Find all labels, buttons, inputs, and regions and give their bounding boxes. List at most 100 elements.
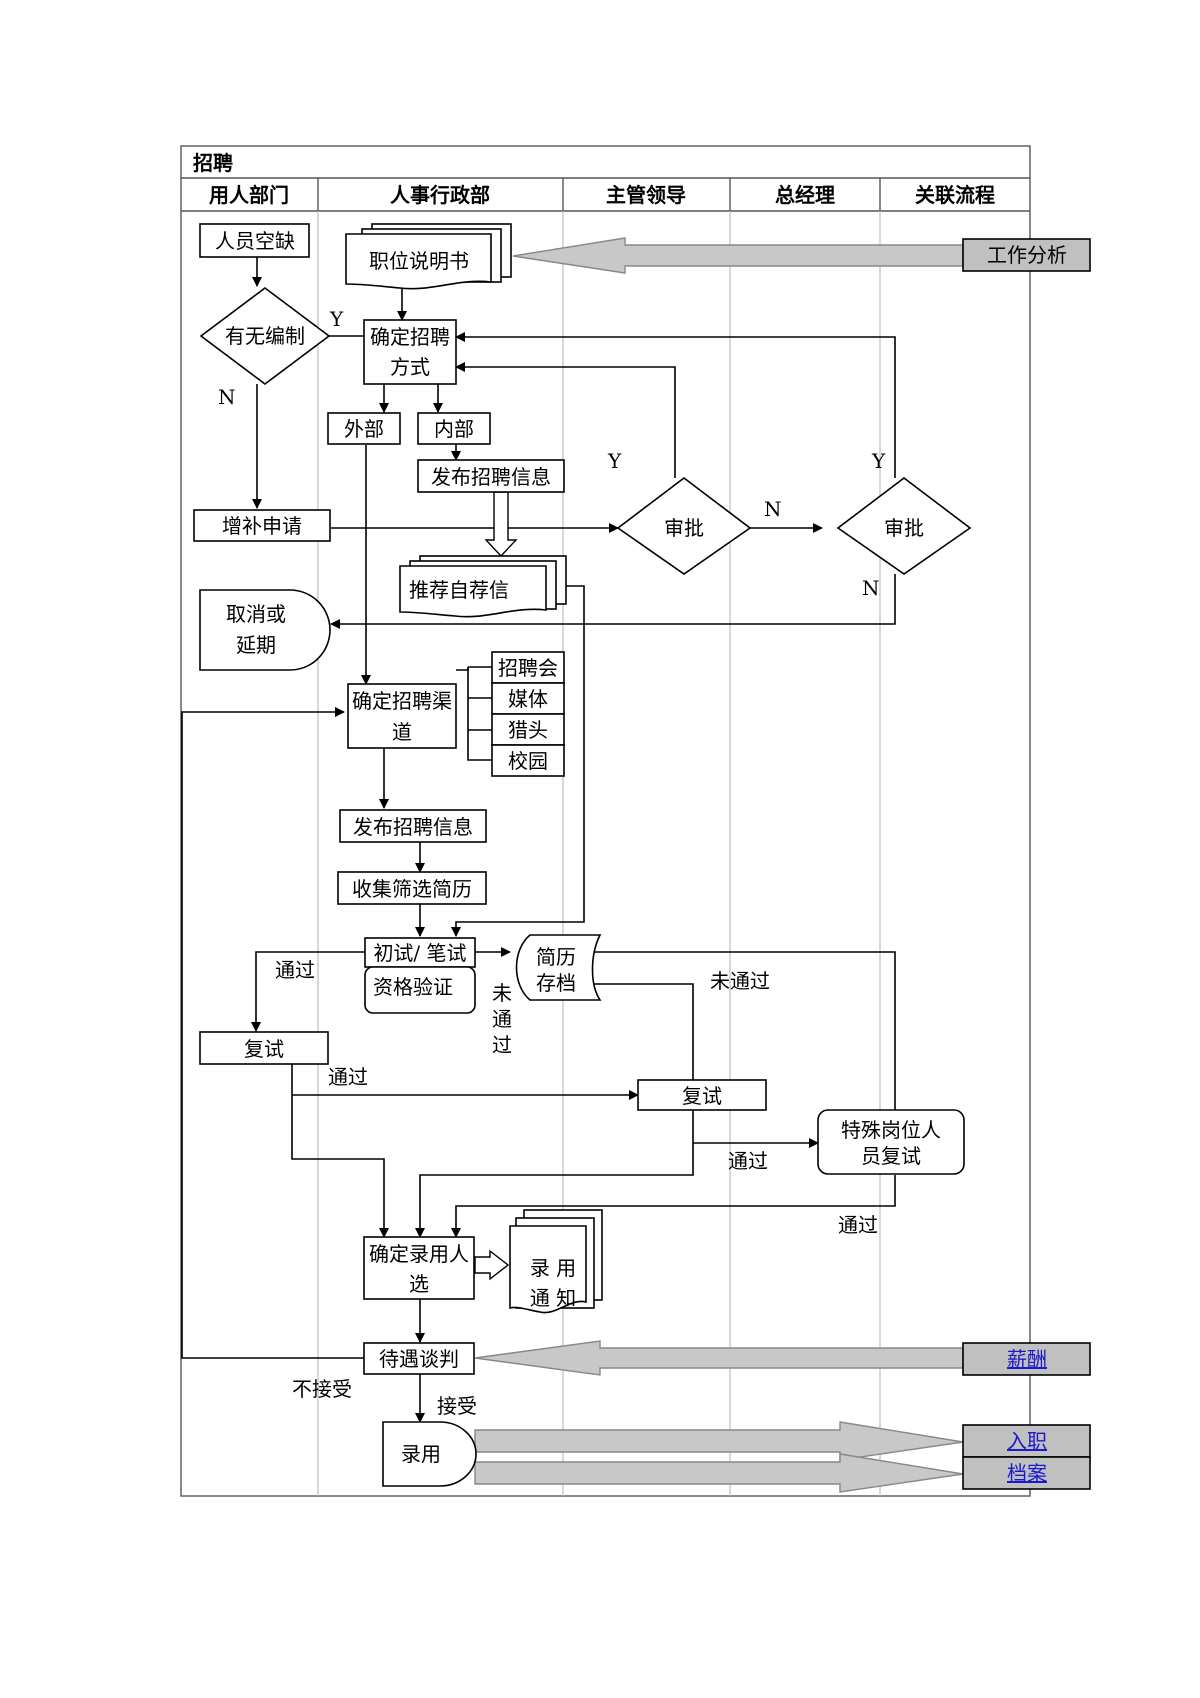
label-pass-dept: 通过	[328, 1065, 368, 1089]
node-job-description-label: 职位说明书	[369, 249, 469, 273]
lane-header-related: 关联流程	[915, 183, 995, 207]
node-resume-archive-line2: 存档	[536, 971, 576, 995]
node-retest-dept	[199, 1031, 329, 1065]
arrow-to-onboarding	[474, 1421, 964, 1461]
node-publish	[339, 809, 487, 843]
channel-campus-label: 校园	[508, 749, 548, 773]
label-no-gm: N	[862, 576, 880, 600]
node-approve-gm-label: 审批	[884, 516, 924, 540]
node-special-retest	[817, 1109, 965, 1175]
node-retest-supervisor	[637, 1079, 767, 1111]
label-fail-vertical-3: 过	[492, 1033, 512, 1057]
related-onboarding-link[interactable]: 入职	[1007, 1429, 1047, 1453]
node-screen-resumes-label: 收集筛选简历	[352, 877, 472, 901]
related-archives-link[interactable]: 档案	[1007, 1461, 1047, 1485]
node-first-test	[364, 937, 476, 968]
label-pass-supervisor: 通过	[728, 1149, 768, 1173]
node-decide-channel-line2: 道	[392, 720, 412, 744]
channel-campus	[491, 744, 565, 777]
node-cancel-or-delay	[199, 589, 331, 671]
node-decide-method	[363, 319, 457, 385]
node-screen-resumes	[337, 871, 487, 905]
node-hire-label: 录用	[401, 1442, 441, 1466]
node-first-test-label: 初试/ 笔试	[373, 941, 466, 965]
node-cancel-line2: 延期	[236, 633, 276, 657]
label-yes-quota: Y	[329, 307, 344, 331]
label-pass-special: 通过	[838, 1213, 878, 1237]
node-internal-label: 内部	[434, 417, 474, 441]
lane-header-gm: 总经理	[775, 183, 835, 207]
node-negotiate	[363, 1342, 475, 1375]
node-publish-internal-label: 发布招聘信息	[431, 465, 551, 489]
label-reject: 不接受	[292, 1377, 352, 1401]
node-approve-supervisor-label: 审批	[664, 516, 704, 540]
node-decide-method-line2: 方式	[390, 355, 430, 379]
node-decide-channel	[347, 683, 457, 749]
lane-header-hiring-dept: 用人部门	[209, 183, 289, 207]
connectors	[181, 257, 896, 1423]
label-yes-supervisor: Y	[607, 449, 622, 473]
node-qualification-label: 资格验证	[373, 975, 453, 999]
label-no-supervisor: N	[764, 497, 782, 521]
related-archives-box[interactable]	[962, 1456, 1091, 1490]
node-internal	[417, 412, 491, 445]
node-external-label: 外部	[344, 417, 384, 441]
label-no-quota: N	[218, 385, 236, 409]
node-job-description	[345, 223, 512, 290]
node-external	[327, 412, 401, 445]
node-retest-supervisor-label: 复试	[682, 1084, 722, 1108]
node-vacancy	[199, 223, 310, 258]
node-approve-gm	[836, 476, 972, 575]
node-decide-method-line1: 确定招聘	[370, 325, 450, 349]
label-accept: 接受	[437, 1394, 477, 1418]
node-decide-channel-line1: 确定招聘渠	[352, 689, 452, 713]
node-hire-selection-line1: 确定录用人	[369, 1242, 469, 1266]
node-offer-notice-line2: 通 知	[530, 1286, 576, 1310]
node-special-retest-line2: 员复试	[861, 1144, 921, 1168]
node-referrals	[399, 555, 567, 618]
arrow-to-archives	[474, 1453, 964, 1493]
related-salary-link[interactable]: 薪酬	[1007, 1347, 1047, 1371]
node-approve-supervisor	[616, 476, 752, 575]
label-pass-first: 通过	[275, 958, 315, 982]
label-fail-retest: 未通过	[710, 969, 770, 993]
label-yes-gm: Y	[871, 449, 886, 473]
node-qualification	[364, 966, 476, 1014]
node-hire-selection-line2: 选	[409, 1272, 429, 1296]
page-title: 招聘	[193, 151, 233, 175]
lane-header-hr: 人事行政部	[390, 183, 490, 207]
node-retest-dept-label: 复试	[244, 1037, 284, 1061]
arrow-job-analysis	[512, 237, 964, 274]
node-quota-decision	[199, 287, 331, 385]
node-quota-decision-label: 有无编制	[225, 324, 305, 348]
node-publish-internal	[417, 459, 565, 493]
label-fail-vertical-2: 通	[492, 1007, 512, 1031]
node-referrals-label: 推荐自荐信	[409, 578, 509, 602]
node-supplement-request-label: 增补申请	[222, 514, 302, 538]
channel-media-label: 媒体	[508, 687, 548, 711]
node-hire	[382, 1421, 477, 1487]
swimlane-frame	[180, 145, 1031, 1497]
related-job-analysis-box	[962, 238, 1091, 272]
node-vacancy-label: 人员空缺	[215, 229, 295, 253]
node-offer-notice	[509, 1209, 603, 1314]
node-special-retest-line1: 特殊岗位人	[841, 1118, 941, 1142]
node-resume-archive-line1: 简历	[536, 945, 576, 969]
related-salary-box[interactable]	[962, 1342, 1091, 1376]
node-publish-label: 发布招聘信息	[353, 815, 473, 839]
double-arrow-to-notice	[474, 1249, 510, 1281]
node-negotiate-label: 待遇谈判	[379, 1347, 459, 1371]
channel-job-fair	[491, 651, 565, 684]
node-supplement-request	[193, 509, 331, 542]
node-resume-archive	[515, 934, 602, 1001]
node-hire-selection	[363, 1236, 475, 1300]
channel-job-fair-label: 招聘会	[498, 656, 558, 680]
related-job-analysis: 工作分析	[987, 243, 1067, 267]
node-offer-notice-line1: 录 用	[530, 1256, 576, 1280]
label-fail-vertical-1: 未	[492, 981, 512, 1005]
channel-headhunter-label: 猎头	[508, 718, 548, 742]
arrow-salary	[474, 1340, 964, 1376]
node-cancel-line1: 取消或	[226, 602, 286, 626]
double-arrow-down	[484, 491, 518, 558]
